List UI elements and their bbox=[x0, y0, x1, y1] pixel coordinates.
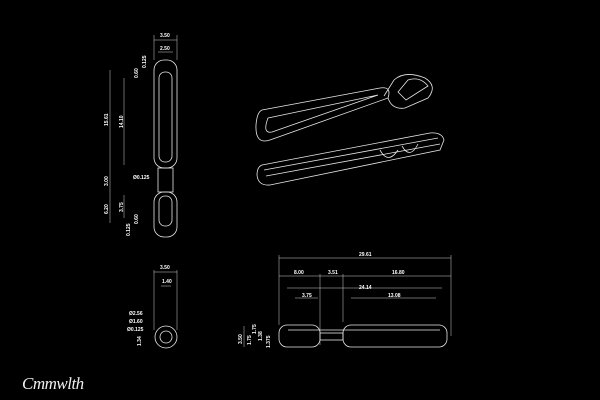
dim-label: 13.08 bbox=[388, 293, 401, 299]
dim-label: Ø0.125 bbox=[133, 175, 150, 181]
dim-label: 3.75 bbox=[119, 202, 125, 212]
dim-label: 0.125 bbox=[126, 223, 132, 236]
side-view-dimensions: 3.50 2.50 0.125 0.60 15.61 14.10 3.00 Ø0… bbox=[104, 33, 170, 236]
dim-label: 0.125 bbox=[142, 55, 148, 68]
brand-logo: Cmmwlth bbox=[22, 374, 84, 393]
dim-label: 15.61 bbox=[104, 113, 110, 126]
dim-label: 24.14 bbox=[359, 285, 372, 291]
dim-label: 1.375 bbox=[266, 335, 272, 348]
dim-label: 3.00 bbox=[104, 176, 110, 186]
dim-label: 1.40 bbox=[162, 279, 172, 285]
dim-label: 3.50 bbox=[160, 265, 170, 271]
dim-label: 3.75 bbox=[302, 293, 312, 299]
side-view bbox=[109, 35, 178, 238]
dim-label: 1.38 bbox=[258, 331, 264, 341]
top-view-dimensions: 29.61 8.00 3.51 16.80 24.14 3.75 13.08 3… bbox=[238, 252, 405, 348]
dim-label: 1.34 bbox=[137, 336, 143, 346]
dim-label: 29.61 bbox=[359, 252, 372, 258]
isometric-view bbox=[255, 74, 445, 186]
dim-label: 14.10 bbox=[119, 115, 125, 128]
dim-label: 3.50 bbox=[160, 33, 170, 39]
dim-label: 1.75 bbox=[252, 324, 258, 334]
dim-label: Ø2.56 bbox=[129, 311, 143, 317]
dim-label: 8.00 bbox=[294, 270, 304, 276]
dim-label: 6.20 bbox=[104, 204, 110, 214]
dim-label: Ø1.60 bbox=[129, 319, 143, 325]
dim-label: Ø0.125 bbox=[127, 327, 144, 333]
dim-label: 2.50 bbox=[160, 46, 170, 52]
dim-label: 0.60 bbox=[134, 68, 140, 78]
dim-label: 1.75 bbox=[247, 335, 253, 345]
dim-label: 3.51 bbox=[328, 270, 338, 276]
top-view bbox=[243, 255, 452, 348]
dim-label: 0.60 bbox=[134, 214, 140, 224]
front-view: 3.50 1.40 Ø2.56 Ø1.60 Ø0.125 1.34 bbox=[127, 265, 178, 349]
dim-label: 3.50 bbox=[238, 334, 244, 344]
dim-label: 16.80 bbox=[392, 270, 405, 276]
